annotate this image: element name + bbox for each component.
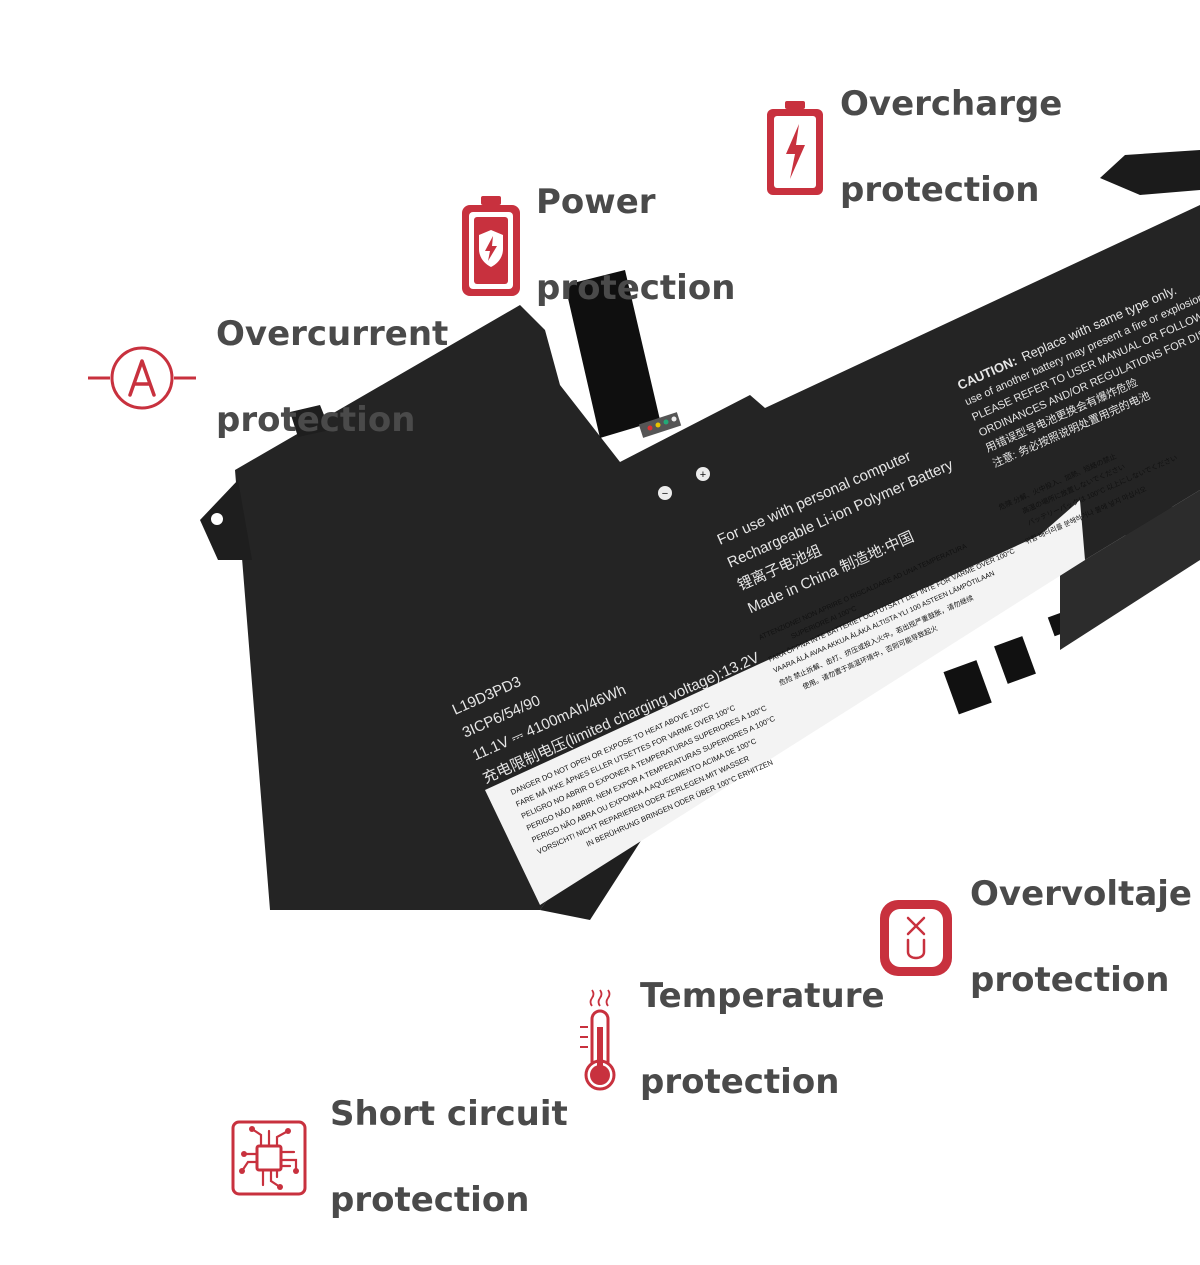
feature-label: Power protection [536,138,735,353]
feature-line2: protection [330,1180,530,1220]
feature-overvoltage: Overvoltaje protection [878,830,1192,1045]
feature-power: Power protection [460,138,735,353]
feature-line1: Short circuit [330,1094,568,1134]
feature-line2: protection [970,960,1170,1000]
feature-short-circuit: Short circuit protection [230,1050,568,1265]
feature-line1: Overvoltaje [970,874,1192,914]
feature-label: Overvoltaje protection [970,830,1192,1045]
feature-line2: protection [216,400,416,440]
terminal-minus: − [662,488,668,500]
feature-line2: protection [536,268,736,308]
feature-label: Temperature protection [640,932,885,1147]
feature-line2: protection [840,170,1040,210]
feature-line1: Overcurrent [216,314,449,354]
feature-temperature: Temperature protection [578,932,885,1147]
battery-pack-image: − + L19D3PD3 3ICP6/54/90 11.1V ⎓ 4100mAh… [200,150,1200,920]
feature-overcurrent: Overcurrent protection [88,270,448,485]
feature-line2: protection [640,1062,840,1102]
voltage-icon [878,898,954,978]
feature-label: Overcharge protection [840,40,1062,255]
terminal-plus: + [700,469,706,481]
feature-line1: Temperature [640,976,885,1016]
ammeter-icon [88,343,196,413]
thermometer-icon [578,987,622,1093]
chip-icon [230,1119,308,1197]
feature-line1: Power [536,182,656,222]
feature-label: Overcurrent protection [216,270,448,485]
feature-line1: Overcharge [840,84,1063,124]
battery-shield-icon [460,194,522,298]
battery-bolt-icon [764,99,826,197]
feature-label: Short circuit protection [330,1050,568,1265]
feature-overcharge: Overcharge protection [764,40,1062,255]
